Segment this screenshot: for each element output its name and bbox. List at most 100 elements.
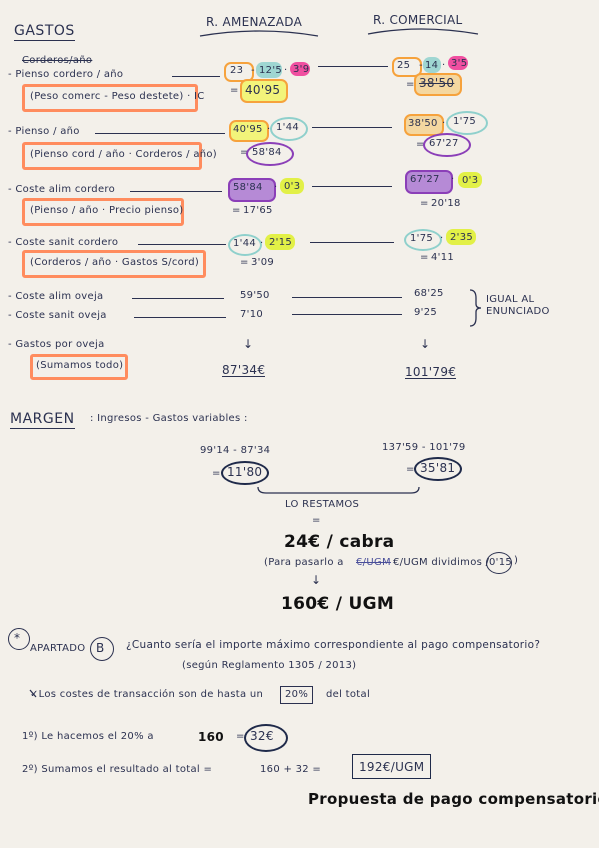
co-pienso-cordero-a: 25 bbox=[397, 60, 411, 71]
equals-sign: = bbox=[312, 515, 321, 526]
am-coste-sanit-cordero-result: 3'09 bbox=[251, 257, 275, 268]
am-gastos-oveja: 87'34€ bbox=[222, 363, 266, 377]
step-1-circle bbox=[244, 724, 288, 752]
highlight-yellow-ring bbox=[414, 73, 462, 96]
highlight-lime bbox=[265, 234, 295, 250]
co-coste-alim-cordero-b: 0'3 bbox=[462, 175, 479, 186]
leader-line bbox=[130, 191, 222, 192]
highlight-orange bbox=[224, 62, 254, 82]
dot-sign: · bbox=[440, 233, 444, 244]
dot-sign: · bbox=[451, 174, 455, 185]
equals-sign: = bbox=[416, 139, 425, 150]
am-coste-alim-oveja: 59'50 bbox=[240, 290, 270, 301]
leader-line bbox=[292, 314, 402, 315]
divisor-circle bbox=[486, 552, 512, 574]
equals-sign: = bbox=[406, 464, 415, 475]
ring-teal bbox=[446, 111, 488, 135]
dot-sign: · bbox=[284, 65, 288, 76]
ring-teal bbox=[228, 234, 262, 256]
leader-line bbox=[292, 297, 402, 298]
leader-line bbox=[138, 244, 226, 245]
transaction-costs-pct: 20% bbox=[280, 686, 314, 704]
highlight-purple bbox=[228, 178, 276, 202]
star-circle bbox=[8, 628, 30, 650]
ring-purple bbox=[423, 133, 471, 157]
highlight-yellow-ring bbox=[240, 79, 288, 103]
leader-line bbox=[132, 298, 224, 299]
dot-sign: · bbox=[267, 124, 271, 135]
formula-box bbox=[30, 354, 128, 380]
transaction-costs-suffix: del total bbox=[326, 689, 371, 700]
step-2-expression: 160 + 32 = bbox=[260, 764, 322, 775]
am-coste-alim-cordero-a: 58'84 bbox=[233, 182, 263, 193]
apartado-question: ¿Cuanto sería el importe máximo correspo… bbox=[126, 639, 541, 651]
leader-line bbox=[172, 76, 220, 77]
ring-purple bbox=[246, 142, 294, 166]
star-icon: * bbox=[14, 631, 21, 645]
ring-teal bbox=[404, 229, 442, 251]
minus-sign: - bbox=[251, 65, 255, 76]
co-pienso-ano-result: 67'27 bbox=[429, 138, 459, 149]
co-coste-sanit-cordero-b: 2'35 bbox=[450, 232, 474, 243]
equals-sign: = bbox=[240, 257, 249, 268]
am-margen-circle bbox=[221, 461, 269, 485]
am-pienso-ano-a: 40'95 bbox=[233, 124, 263, 135]
equals-sign: = bbox=[230, 85, 239, 96]
highlight-pink bbox=[448, 56, 468, 70]
dot-sign: · bbox=[274, 182, 278, 193]
column-header-amenazada: R. AMENAZADA bbox=[206, 15, 303, 29]
co-pienso-cordero-result: 38'50 bbox=[419, 76, 455, 90]
row-pienso-cordero-label: - Pienso cordero / año bbox=[8, 69, 124, 80]
co-pienso-ano-a: 38'50 bbox=[408, 118, 438, 129]
margen-heading: MARGEN bbox=[10, 411, 75, 429]
leader-line bbox=[312, 127, 392, 128]
minus-sign: - bbox=[419, 60, 423, 71]
am-pienso-cordero-c: 3'9 bbox=[293, 64, 310, 75]
highlight-yellow-ring bbox=[229, 120, 269, 142]
leader-line bbox=[312, 186, 392, 187]
ugm-note-prefix: (Para pasarlo a bbox=[264, 557, 344, 568]
final-proposal: Propuesta de pago compensatorio bbox=[308, 790, 599, 808]
row-coste-sanit-cordero-label: - Coste sanit cordero bbox=[8, 237, 119, 248]
apartado-regulation: (según Reglamento 1305 / 2013) bbox=[182, 660, 357, 671]
am-pienso-ano-b: 1'44 bbox=[276, 122, 300, 133]
step-2-result: 192€/UGM bbox=[352, 754, 432, 779]
co-margen-circle bbox=[414, 457, 462, 481]
margen-per-cabra: 24€ / cabra bbox=[284, 532, 395, 552]
dot-sign: · bbox=[442, 60, 446, 71]
highlight-yellow-ring bbox=[404, 114, 444, 136]
step-2-text: 2º) Sumamos el resultado al total = bbox=[22, 764, 213, 775]
co-pienso-cordero-b: 14 bbox=[425, 60, 439, 71]
am-pienso-ano-result: 58'84 bbox=[252, 147, 282, 158]
column-header-comercial: R. COMERCIAL bbox=[373, 13, 463, 27]
am-coste-alim-cordero-result: 17'65 bbox=[243, 205, 273, 216]
highlight-teal bbox=[423, 57, 441, 73]
am-margen-result: 11'80 bbox=[227, 465, 263, 479]
co-coste-alim-oveja: 68'25 bbox=[414, 288, 444, 299]
co-coste-sanit-cordero-a: 1'75 bbox=[410, 233, 434, 244]
am-pienso-cordero-b: 12'5 bbox=[259, 65, 283, 76]
down-arrow-am: ↓ bbox=[243, 337, 254, 351]
apartado-letter: B bbox=[96, 641, 105, 655]
transaction-costs-text: ✓Los costes de transacción son de hasta … bbox=[30, 689, 264, 700]
am-coste-alim-cordero-b: 0'3 bbox=[284, 181, 301, 192]
equals-sign: = bbox=[420, 198, 429, 209]
step-1-result: 32€ bbox=[250, 729, 274, 743]
co-margen-result: 35'81 bbox=[420, 461, 456, 475]
leader-line bbox=[310, 242, 394, 243]
margen-per-ugm: 160€ / UGM bbox=[281, 594, 395, 614]
equals-sign: = bbox=[420, 252, 429, 263]
dot-sign: · bbox=[260, 238, 264, 249]
ugm-note-struck: €/UGM bbox=[356, 557, 391, 568]
equals-sign: = bbox=[240, 147, 249, 158]
am-margen-expression: 99'14 - 87'34 bbox=[200, 445, 271, 456]
formula-pienso-ano: (Pienso cord / año · Corderos / año) bbox=[30, 149, 218, 160]
formula-box bbox=[22, 84, 198, 112]
row-gastos-oveja-label: - Gastos por oveja bbox=[8, 339, 105, 350]
highlight-lime bbox=[446, 229, 476, 245]
co-pienso-ano-b: 1'75 bbox=[453, 116, 477, 127]
ugm-note-divisor: 0'15 bbox=[489, 557, 513, 568]
formula-box bbox=[22, 142, 202, 170]
down-arrow: ↓ bbox=[311, 573, 322, 587]
am-pienso-cordero-a: 23 bbox=[230, 65, 244, 76]
